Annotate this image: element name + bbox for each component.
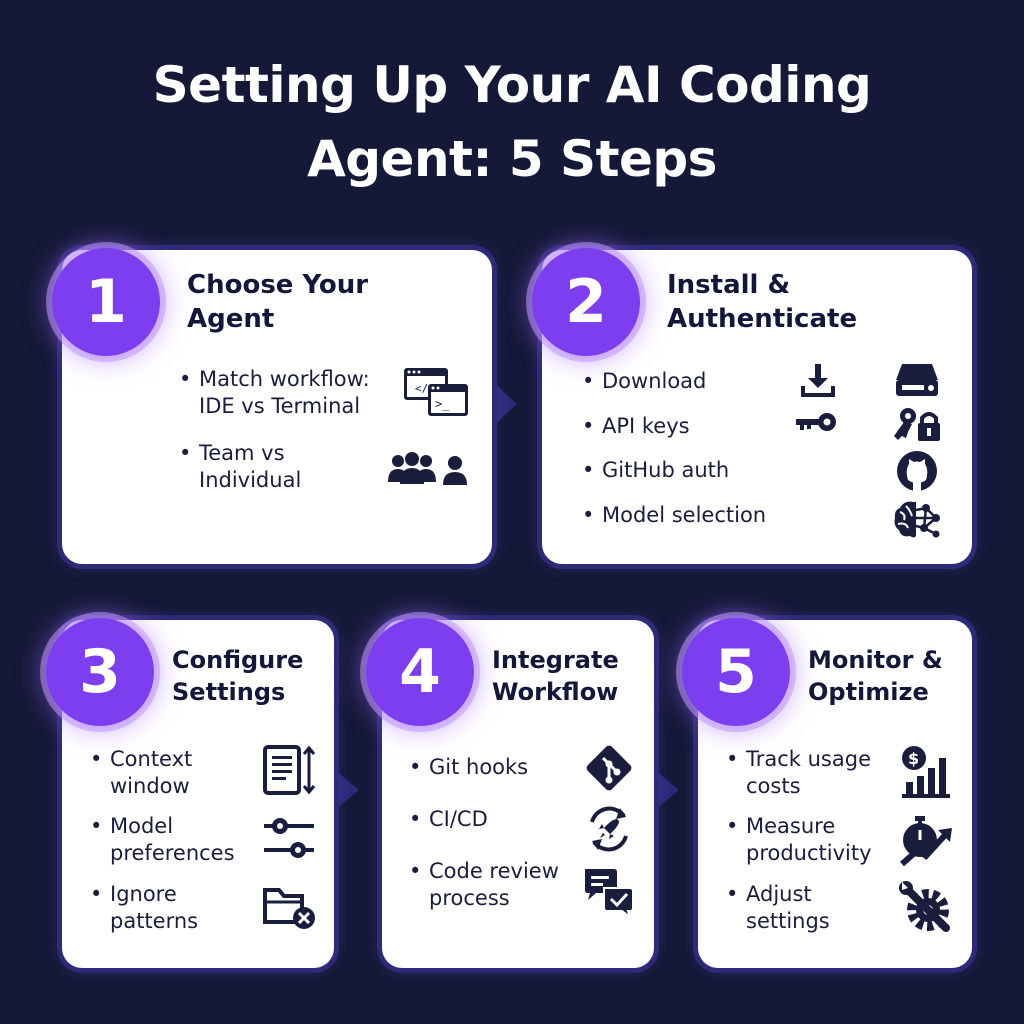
download-icon xyxy=(801,364,835,397)
key-lock-icon xyxy=(894,408,940,441)
step-3-item-3: Ignore patterns xyxy=(90,881,198,935)
page-title: Setting Up Your AI Coding Agent: 5 Steps xyxy=(152,56,872,188)
connector-arrow-4-5 xyxy=(655,770,679,810)
svg-text:>_: >_ xyxy=(435,397,450,411)
svg-text:$: $ xyxy=(908,749,919,768)
github-icon xyxy=(897,451,937,491)
step-2-item-3: GitHub auth xyxy=(582,457,729,484)
step-2-item-4: Model selection xyxy=(582,502,766,529)
step-badge-1: 1 xyxy=(52,248,160,356)
step-title-2: Install & Authenticate xyxy=(667,270,858,334)
step-2-item-2: API keys xyxy=(582,413,690,440)
step-5-item-3: Adjust settings xyxy=(726,881,830,935)
step-5-item-2: Measure productivity xyxy=(726,813,871,867)
step-1-item-2: Team vs Individual xyxy=(179,440,301,494)
stopwatch-growth-icon xyxy=(900,816,952,867)
step-title-3: Configure Settings xyxy=(172,646,304,706)
step-4-item-3: Code review process xyxy=(409,858,559,912)
step-title-5: Monitor & Optimize xyxy=(808,646,943,706)
step-title-1: Choose Your Agent xyxy=(187,270,369,334)
step-4-item-1: Git hooks xyxy=(409,754,528,781)
step-2-item-1: Download xyxy=(582,368,706,395)
connector-arrow-3-4 xyxy=(335,770,359,810)
step-3-item-1: Context window xyxy=(90,746,192,800)
sliders-gear-icon xyxy=(264,818,314,858)
step-3-item-2: Model preferences xyxy=(90,813,234,867)
cost-chart-icon: $ xyxy=(902,746,950,798)
connector-arrow-1-2 xyxy=(495,384,517,424)
wrench-gear-icon xyxy=(899,881,950,932)
server-icon xyxy=(896,364,938,396)
step-title-4: Integrate Workflow xyxy=(492,646,619,706)
step-badge-2: 2 xyxy=(532,248,640,356)
key-icon xyxy=(796,413,836,431)
chat-check-icon xyxy=(585,869,634,918)
step-4-item-2: CI/CD xyxy=(409,806,488,833)
git-icon xyxy=(586,745,632,791)
team-icon xyxy=(388,452,436,484)
brain-network-icon xyxy=(894,501,940,538)
folder-ignore-icon xyxy=(263,888,315,929)
individual-icon xyxy=(443,456,467,485)
document-resize-icon xyxy=(263,745,316,795)
step-badge-3: 3 xyxy=(46,618,154,726)
rocket-cycle-icon xyxy=(590,806,628,852)
step-1-item-1: Match workflow: IDE vs Terminal xyxy=(179,366,370,420)
ide-terminal-icon: </> >_ xyxy=(404,368,468,416)
step-badge-5: 5 xyxy=(682,618,790,726)
step-badge-4: 4 xyxy=(366,618,474,726)
step-5-item-1: Track usage costs xyxy=(726,746,871,800)
